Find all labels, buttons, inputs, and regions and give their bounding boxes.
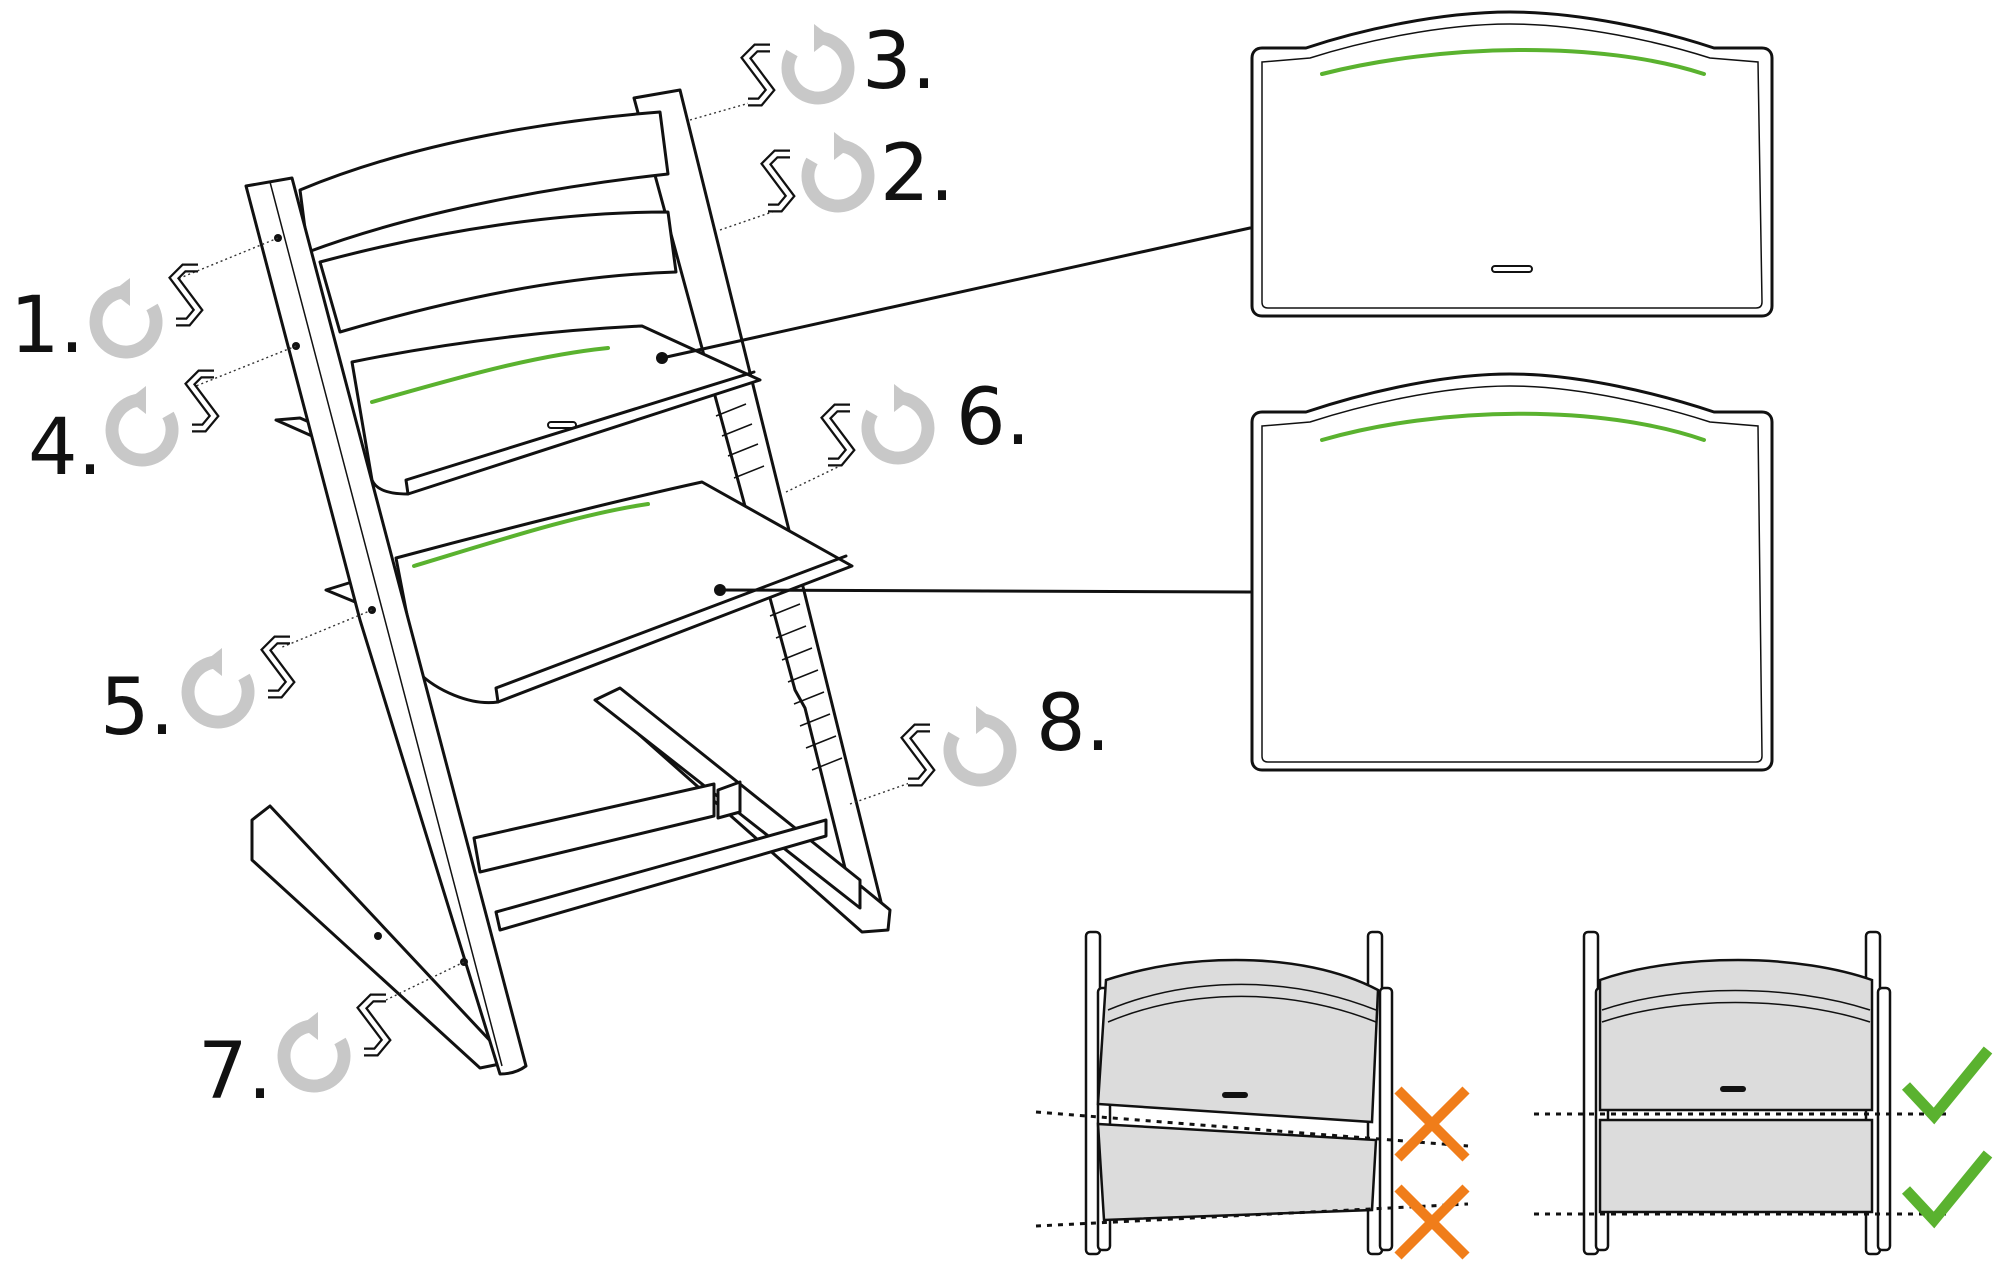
step-2: 2.	[766, 129, 954, 219]
cross-icon	[1398, 1090, 1466, 1158]
comparison-correct	[1534, 930, 1988, 1256]
detail-plate-top	[1250, 10, 1774, 318]
step-5: 5.	[100, 640, 290, 753]
backrest-slat-top	[298, 110, 670, 254]
step-4: 4.	[28, 374, 214, 493]
leader-to-bottom-detail	[718, 588, 1252, 594]
allen-key-icon	[174, 268, 198, 322]
step-3-label: 3.	[862, 17, 936, 107]
circular-arrow-icon	[808, 132, 868, 206]
step-7-label: 7.	[198, 1027, 272, 1117]
step-8-label: 8.	[1036, 679, 1110, 769]
circular-arrow-icon	[188, 648, 248, 722]
height-groove-marks	[715, 403, 843, 771]
chair-rung-mid	[472, 782, 716, 874]
allen-key-icon	[362, 998, 386, 1052]
step-3: 3.	[746, 17, 936, 107]
allen-key-icon	[190, 374, 214, 428]
check-icon	[1906, 1154, 1988, 1220]
circular-arrow-icon	[284, 1012, 344, 1086]
step-1: 1.	[10, 268, 198, 371]
allen-key-icon	[746, 48, 770, 102]
chair-drawing	[179, 88, 1252, 1076]
step-4-label: 4.	[28, 403, 102, 493]
allen-key-icon	[826, 408, 850, 462]
step-2-label: 2.	[880, 129, 954, 219]
step-6: 6.	[826, 373, 1030, 463]
step-7: 7.	[198, 998, 386, 1117]
leader-to-top-detail	[660, 226, 1252, 360]
circular-arrow-icon	[96, 278, 156, 352]
cross-icon	[1398, 1188, 1466, 1256]
backrest-slat-lower	[318, 210, 678, 334]
allen-key-icon	[766, 154, 790, 208]
circular-arrow-icon	[788, 24, 848, 98]
allen-key-icon	[906, 728, 930, 782]
detail-plate-bottom	[1250, 372, 1774, 772]
circular-arrow-icon	[112, 386, 172, 460]
upper-plate	[350, 324, 762, 496]
step-5-label: 5.	[100, 663, 174, 753]
circular-arrow-icon	[868, 384, 928, 458]
comparison-incorrect	[1035, 930, 1468, 1256]
step-8: 8.	[906, 679, 1110, 782]
step-1-label: 1.	[10, 281, 84, 371]
allen-key-icon	[266, 640, 290, 694]
step-6-label: 6.	[956, 373, 1030, 463]
circular-arrow-icon	[950, 706, 1010, 780]
chair-rung-low	[494, 818, 828, 932]
check-icon	[1906, 1050, 1988, 1116]
